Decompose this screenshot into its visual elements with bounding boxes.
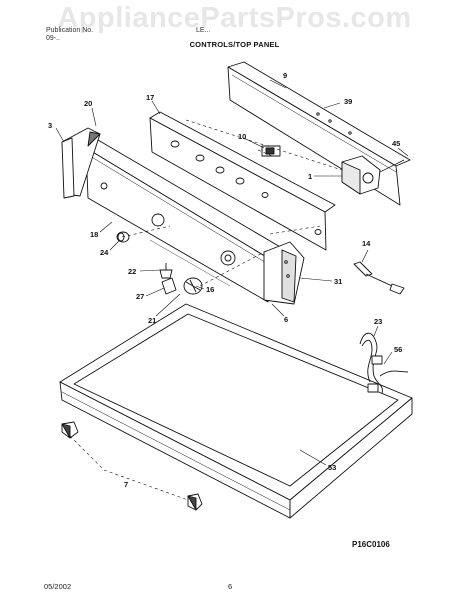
callout-21: 21 — [148, 316, 156, 325]
callout-53: 53 — [328, 463, 336, 472]
publication-date-label: 09-.. — [46, 35, 61, 42]
callout-23: 23 — [374, 317, 382, 326]
callout-14: 14 — [362, 239, 371, 248]
callout-56: 56 — [394, 345, 402, 354]
hinge-part-left — [61, 421, 79, 439]
clip-part — [159, 263, 173, 279]
callout-10: 10 — [238, 132, 246, 141]
watermark: AppliancePartsPros.com — [57, 2, 412, 34]
callout-39: 39 — [344, 97, 352, 106]
wire-harness-part — [353, 261, 405, 295]
callout-17: 17 — [146, 93, 154, 102]
callout-6: 6 — [284, 315, 288, 324]
hinge-part-right — [187, 493, 203, 511]
callout-31: 31 — [334, 277, 342, 286]
callout-1: 1 — [308, 172, 312, 181]
callout-16: 16 — [206, 285, 214, 294]
wires-part — [359, 332, 409, 395]
publication-label: Publication No. — [46, 27, 94, 34]
left-trim-part — [61, 137, 75, 199]
console-part — [85, 139, 283, 303]
callout-9: 9 — [283, 71, 287, 80]
callout-27: 27 — [136, 292, 144, 301]
switch-part — [261, 145, 281, 157]
callout-24: 24 — [100, 248, 109, 257]
model-label: LE... — [196, 27, 211, 34]
section-title: CONTROLS/TOP PANEL — [189, 40, 280, 49]
figure-code: P16C0106 — [352, 540, 390, 549]
callout-20: 20 — [84, 99, 92, 108]
callout-3: 3 — [48, 121, 52, 130]
timer-part — [341, 155, 405, 195]
timer-knob-part — [183, 277, 203, 295]
right-end-cap-part — [263, 241, 305, 305]
top-panel-part — [59, 303, 413, 519]
callout-45: 45 — [392, 139, 400, 148]
footer-date: 05/2002 — [44, 582, 72, 591]
control-panel-backplate-part — [149, 111, 336, 251]
footer-page-number: 6 — [228, 582, 233, 591]
callout-7: 7 — [124, 480, 128, 489]
callout-18: 18 — [90, 230, 98, 239]
callout-22: 22 — [128, 267, 136, 276]
bracket-part — [161, 277, 177, 295]
